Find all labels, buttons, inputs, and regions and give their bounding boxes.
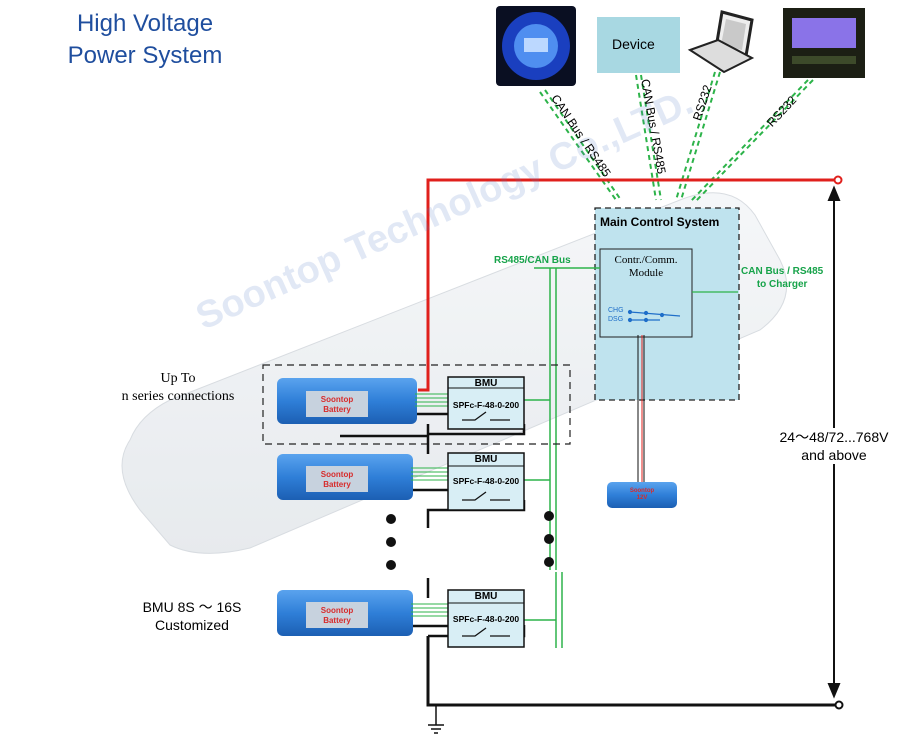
bmu-box-2 — [447, 452, 525, 511]
positive-terminal — [833, 175, 843, 185]
battery-pack-2 — [277, 454, 413, 500]
bmu-model-3: SPFc-F-48-0-200 — [452, 614, 520, 624]
battery-pack-3 — [277, 590, 413, 636]
negative-terminal — [834, 700, 844, 710]
negative-power-line — [426, 636, 836, 707]
comm-module-label: Contr./Comm. Module — [614, 254, 678, 279]
bmu-box-3 — [447, 589, 525, 648]
device-label: Device — [612, 36, 655, 52]
chg-dsg-switches — [627, 309, 681, 323]
voltage-label: 24～48/72...768V and above — [768, 428, 900, 464]
lcd-display-icon — [783, 8, 865, 78]
positive-power-line — [418, 178, 836, 392]
dsg-label: DSG — [608, 316, 624, 323]
bmu-model-1: SPFc-F-48-0-200 — [452, 400, 520, 410]
charger-label: CAN Bus / RS485 to Charger — [741, 266, 824, 290]
series-group-box — [262, 364, 571, 445]
aux-battery — [607, 335, 677, 508]
bus-label: RS485/CAN Bus — [494, 255, 571, 266]
page-title: High Voltage Power System — [67, 10, 223, 69]
comm-module-box — [599, 248, 693, 338]
gauge-display-icon — [496, 6, 576, 86]
computer-icon — [687, 10, 755, 74]
continuation-dots — [386, 511, 554, 570]
chg-label: CHG — [608, 307, 624, 314]
bmu-title-2: BMU — [474, 454, 498, 465]
ground-icon — [428, 705, 444, 734]
bmu-model-2: SPFc-F-48-0-200 — [452, 476, 520, 486]
battery-pack-1 — [277, 378, 417, 424]
series-connections-label: Up To n series connections — [121, 371, 235, 404]
bmu-title-1: BMU — [474, 378, 498, 389]
device-box — [597, 17, 680, 73]
bmu-box-1 — [447, 376, 525, 430]
main-control-title: Main Control System — [600, 215, 720, 229]
bmu-title-3: BMU — [474, 591, 498, 602]
cell-sense-wires — [411, 393, 448, 617]
bmu-custom-label: BMU 8S ～ 16S Customized — [142, 599, 242, 633]
